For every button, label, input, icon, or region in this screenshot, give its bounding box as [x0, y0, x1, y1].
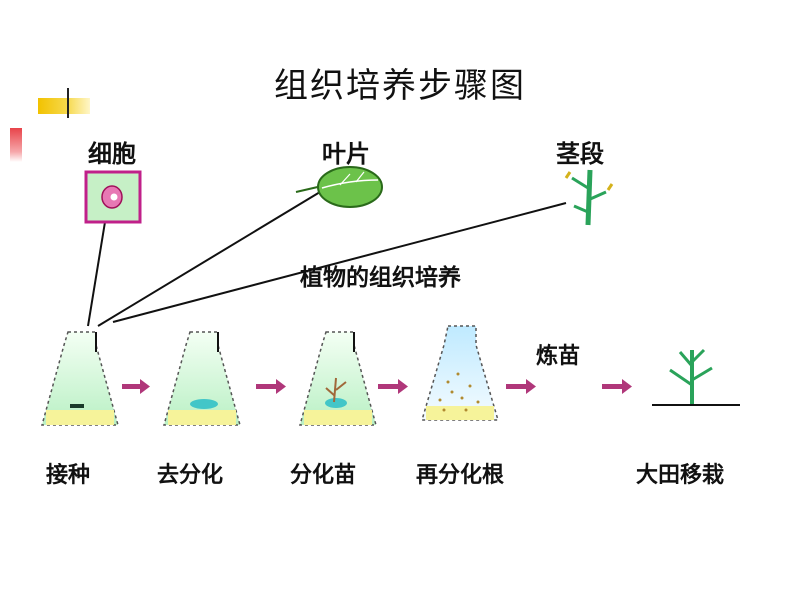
label-hardening: 炼苗: [536, 344, 581, 369]
flask-root-differentiation: [420, 325, 500, 421]
step-label-2: 去分化: [157, 463, 224, 488]
label-stem: 茎段: [556, 140, 604, 168]
decorative-accent-bar: [38, 98, 90, 114]
diagram-subtitle: 植物的组织培养: [300, 265, 461, 291]
connector-leaf: [97, 191, 321, 327]
arrow-2-icon: [256, 379, 286, 394]
label-cell: 细胞: [88, 140, 136, 168]
arrow-4-icon: [506, 379, 536, 394]
step-label-4: 再分化根: [416, 463, 505, 488]
flask-shoot-differentiation: [299, 331, 377, 426]
stem-icon: [585, 169, 593, 226]
field-plant: [652, 348, 740, 406]
leaf-source: [295, 166, 383, 208]
page-title: 组织培养步骤图: [274, 66, 526, 106]
flask-dedifferentiation: [163, 331, 241, 426]
step-label-3: 分化苗: [290, 463, 357, 488]
stem-source: [564, 169, 614, 226]
leaf-icon: [317, 166, 383, 208]
flask-inoculation: [41, 331, 119, 426]
connector-stem: [112, 202, 567, 323]
decorative-accent-line: [67, 88, 69, 118]
arrow-1-icon: [122, 379, 150, 394]
arrow-5-icon: [602, 379, 632, 394]
label-leaf: 叶片: [322, 140, 370, 168]
step-label-1: 接种: [46, 463, 91, 488]
cell-source: [84, 170, 142, 224]
step-arrows: [122, 379, 632, 394]
decorative-accent-red: [10, 128, 22, 162]
cell-nucleus-icon: [110, 193, 118, 201]
arrow-3-icon: [378, 379, 408, 394]
step-label-5: 大田移栽: [636, 463, 725, 488]
connector-cell: [87, 221, 106, 327]
